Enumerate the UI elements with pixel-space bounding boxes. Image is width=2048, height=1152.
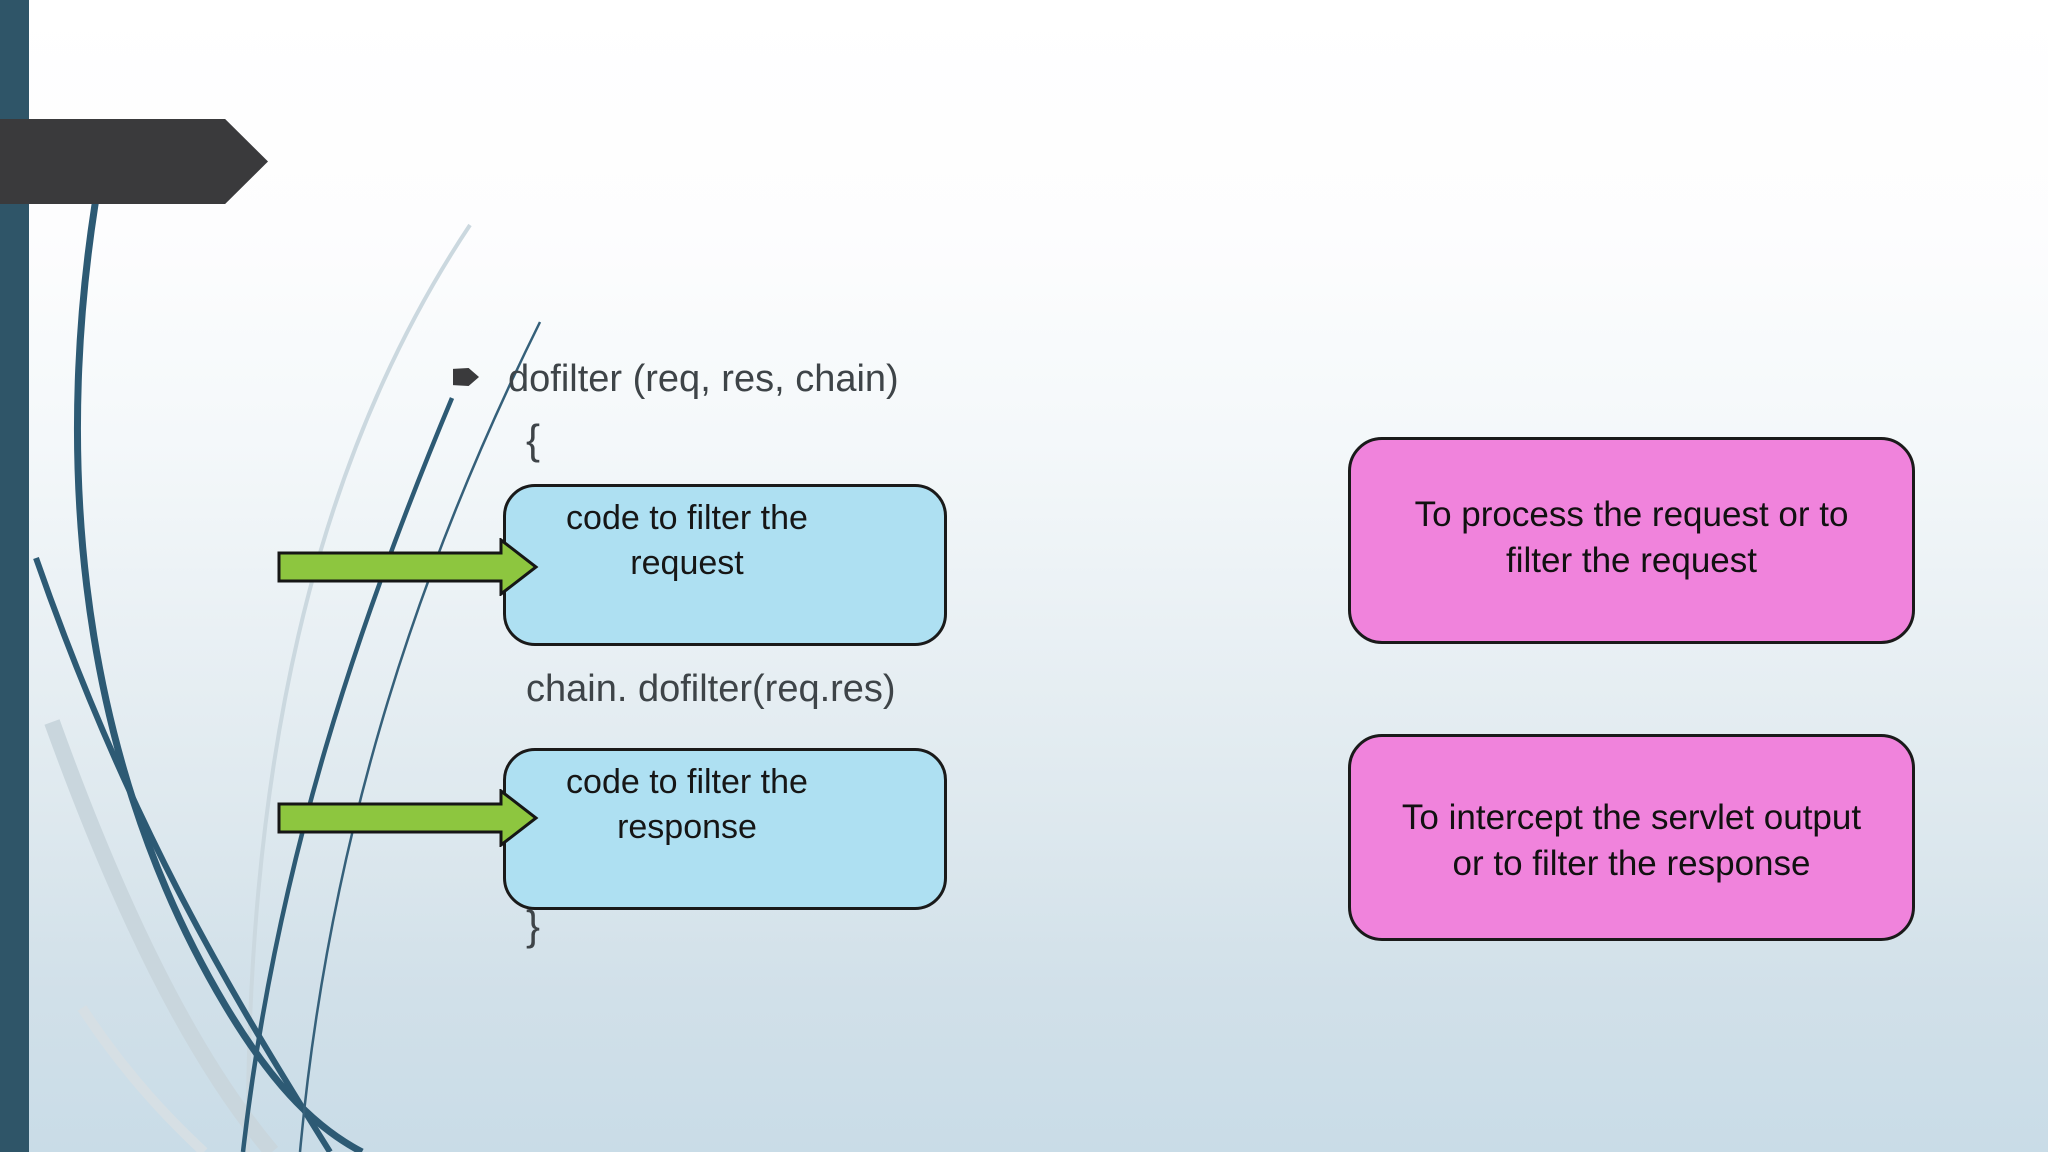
green-right-arrow-icon: [277, 538, 539, 596]
intercept-output-annotation-text: To intercept the servlet output or to fi…: [1351, 795, 1912, 887]
filter-request-code-box-text: code to filter the request: [522, 496, 852, 586]
process-annotation-line-2: filter the request: [1506, 541, 1757, 580]
filter-response-line-2: response: [617, 808, 757, 846]
code-line-chain-call: chain. dofilter(req.res): [526, 668, 896, 710]
filter-request-line-1: code to filter the: [566, 499, 808, 537]
filter-response-line-1: code to filter the: [566, 763, 808, 801]
code-close-brace: }: [526, 902, 541, 949]
process-request-annotation-box: To process the request or to filter the …: [1348, 437, 1915, 644]
banner-arrow-shape: [0, 119, 268, 204]
filter-request-code-box: code to filter the request: [503, 484, 947, 646]
process-annotation-line-1: To process the request or to: [1414, 495, 1849, 534]
intercept-annotation-line-1: To intercept the servlet output: [1401, 798, 1862, 837]
intercept-output-annotation-box: To intercept the servlet output or to fi…: [1348, 734, 1915, 941]
code-open-brace: {: [526, 416, 541, 463]
green-right-arrow-icon: [277, 789, 539, 847]
filter-request-line-2: request: [630, 544, 744, 582]
filter-response-code-box-text: code to filter the response: [522, 760, 852, 850]
arrow-bullet-icon: [453, 368, 479, 386]
filter-response-code-box: code to filter the response: [503, 748, 947, 910]
process-request-annotation-text: To process the request or to filter the …: [1351, 492, 1912, 584]
intercept-annotation-line-2: or to filter the response: [1452, 844, 1811, 883]
code-line-signature: dofilter (req, res, chain): [508, 358, 899, 400]
